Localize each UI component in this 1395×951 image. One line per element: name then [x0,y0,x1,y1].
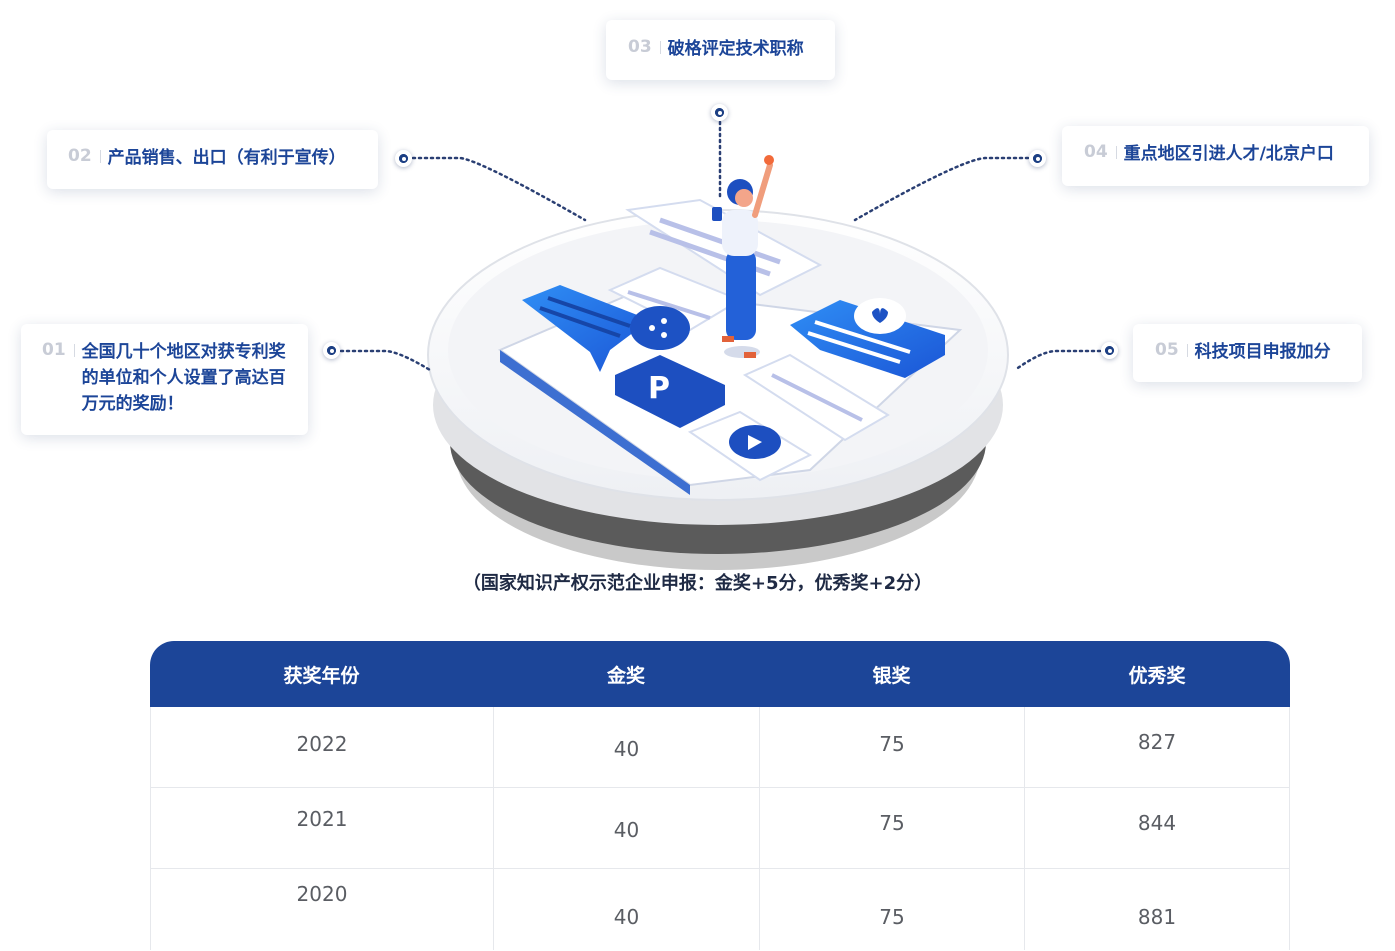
callout-number: 03 [628,39,661,56]
cell-excellence: 881 [1024,869,1290,950]
connector-dot-04 [1029,150,1046,167]
callout-05: 05 科技项目申报加分 [1133,324,1362,382]
cell-silver: 75 [759,707,1024,787]
cell-silver: 75 [759,788,1024,868]
table-row: 2020 40 75 881 [150,869,1290,950]
callout-number: 05 [1155,342,1188,359]
callout-number: 01 [42,342,75,359]
callout-01: 01 全国几十个地区对获专利奖的单位和个人设置了高达百万元的奖励！ [21,324,308,435]
table-header: 获奖年份 金奖 银奖 优秀奖 [150,641,1290,707]
cell-excellence: 844 [1024,788,1290,868]
cell-gold: 40 [493,869,759,950]
callout-text: 重点地区引进人才/北京户口 [1123,144,1334,164]
cell-gold: 40 [493,707,759,787]
award-table: 获奖年份 金奖 银奖 优秀奖 2022 40 75 827 2021 40 75… [150,641,1290,950]
connector-dot-03 [711,104,728,121]
table-row: 2021 40 75 844 [150,788,1290,869]
callout-number: 02 [68,148,101,165]
svg-text:P: P [648,371,670,406]
cell-year: 2021 [150,788,493,868]
platform-illustration: P [339,120,1102,570]
cell-year: 2022 [150,707,493,787]
callout-04: 04 重点地区引进人才/北京户口 [1062,126,1369,186]
award-note: （国家知识产权示范企业申报：金奖+5分，优秀奖+2分） [462,573,933,594]
table-row: 2022 40 75 827 [150,707,1290,788]
callout-text: 科技项目申报加分 [1194,342,1331,362]
header-silver: 银奖 [872,664,911,687]
cell-year: 2020 [150,869,493,950]
connector-dot-02 [395,150,412,167]
callout-02: 02 产品销售、出口（有利于宣传） [47,130,378,189]
connector-dot-05 [1101,342,1118,359]
cell-silver: 75 [759,869,1024,950]
callout-text: 全国几十个地区对获专利奖的单位和个人设置了高达百万元的奖励！ [81,342,286,414]
callout-number: 04 [1084,144,1117,161]
callout-text: 破格评定技术职称 [667,39,804,59]
connector-dot-01 [323,342,340,359]
callout-03: 03 破格评定技术职称 [606,20,835,80]
header-gold: 金奖 [606,664,645,687]
cell-excellence: 827 [1024,707,1290,787]
callout-text: 产品销售、出口（有利于宣传） [107,148,346,168]
header-year: 获奖年份 [283,664,360,687]
header-excellence: 优秀奖 [1128,664,1186,687]
cell-gold: 40 [493,788,759,868]
